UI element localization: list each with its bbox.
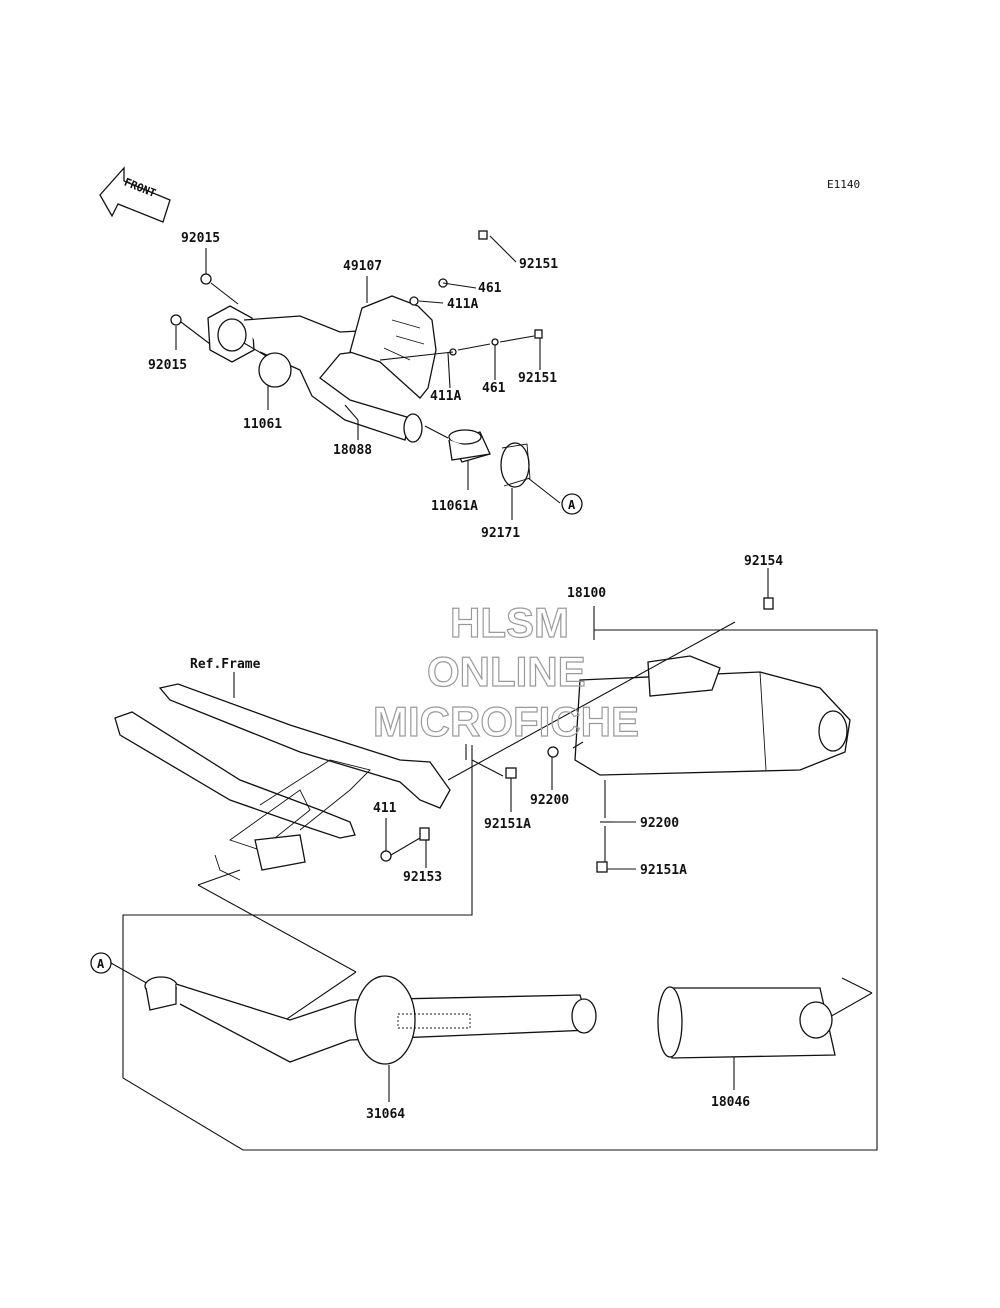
watermark: HLSM ONLINE MICROFICHE — [372, 598, 639, 745]
clamp-92171 — [500, 442, 531, 488]
part-label-411A: 411A — [447, 297, 478, 312]
part-label-411: 411 — [373, 801, 397, 816]
upper-hardware — [409, 230, 543, 356]
callout-a: A — [561, 493, 583, 515]
svg-text:ONLINE: ONLINE — [427, 648, 586, 695]
part-label-92151: 92151 — [519, 257, 558, 272]
subframe-illustration — [114, 683, 451, 881]
part-label-18088: 18088 — [333, 443, 372, 458]
part-label-92200: 92200 — [640, 816, 679, 831]
nut-92015-icon — [200, 273, 212, 285]
part-label-92154: 92154 — [744, 554, 783, 569]
svg-text:A: A — [97, 957, 105, 971]
assembly-outline — [122, 606, 878, 1151]
part-label-18046: 18046 — [711, 1095, 750, 1110]
part-label-49107: 49107 — [343, 259, 382, 274]
svg-text:HLSM: HLSM — [450, 599, 569, 646]
part-label-461: 461 — [478, 281, 502, 296]
svg-text:MICROFICHE: MICROFICHE — [373, 698, 639, 745]
part-label-11061A: 11061A — [431, 499, 478, 514]
callout-a: A — [90, 952, 112, 974]
part-label-92171: 92171 — [481, 526, 520, 541]
part-label-92151A: 92151A — [484, 817, 531, 832]
part-label-31064: 31064 — [366, 1107, 405, 1122]
part-label-92151A: 92151A — [640, 863, 687, 878]
part-label-411A: 411A — [430, 389, 461, 404]
leader-lines-upper — [175, 235, 561, 520]
diagram-code: E1140 — [827, 178, 860, 191]
nut-92015-icon — [170, 314, 182, 326]
frame-ref-label: Ref.Frame — [190, 657, 261, 672]
leader-lines-lower — [110, 568, 873, 1102]
part-label-11061: 11061 — [243, 417, 282, 432]
part-label-92015: 92015 — [181, 231, 220, 246]
lower-hardware — [380, 597, 774, 873]
front-arrow-icon: FRONT — [99, 166, 171, 223]
silencer-body-18046 — [657, 986, 836, 1059]
part-label-92200: 92200 — [530, 793, 569, 808]
part-label-18100: 18100 — [567, 586, 606, 601]
part-label-92151: 92151 — [518, 371, 557, 386]
sleeve-11061A — [448, 429, 491, 463]
header-pipe-31064 — [144, 975, 597, 1065]
svg-text:A: A — [568, 498, 576, 512]
header-pipe-illustration — [207, 295, 437, 443]
silencer-18100 — [574, 655, 851, 776]
part-label-92015: 92015 — [148, 358, 187, 373]
part-label-461: 461 — [482, 381, 506, 396]
gasket-11061 — [258, 352, 292, 388]
part-label-92153: 92153 — [403, 870, 442, 885]
